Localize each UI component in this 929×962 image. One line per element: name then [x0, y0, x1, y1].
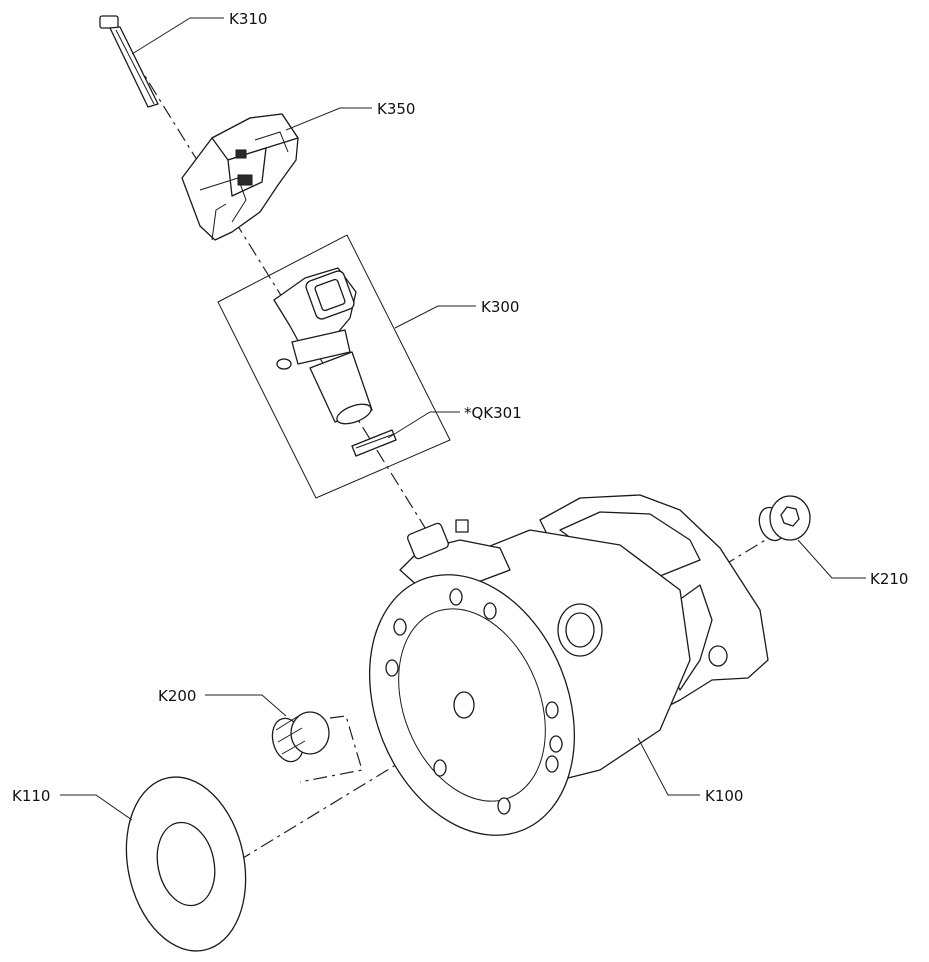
washer-k110[interactable]	[111, 766, 261, 962]
sensor-axis-line	[134, 59, 446, 561]
leader-lines	[60, 17, 866, 821]
leader-k310	[131, 17, 224, 55]
label-k110: K110	[12, 787, 50, 805]
sensor-group-frame-k300	[217, 234, 451, 499]
label-k100: K100	[705, 787, 743, 805]
label-k200: K200	[158, 687, 196, 705]
o-ring-qk301[interactable]	[351, 429, 397, 457]
label-k210: K210	[870, 570, 908, 588]
leader-k200	[205, 694, 287, 717]
flange-bolt-holes	[385, 588, 563, 815]
plug-axis-line	[299, 715, 363, 783]
label-k300: K300	[481, 298, 519, 316]
speed-sensor-k300[interactable]	[273, 267, 374, 428]
leader-k300	[394, 305, 476, 329]
label-k310: K310	[229, 10, 267, 28]
leader-k100	[637, 737, 700, 796]
connector-housing-k350[interactable]	[181, 113, 299, 241]
callout-labels: K310 K350 K300 *QK301 K210 K200 K100 K11…	[12, 10, 908, 805]
leader-qk301	[387, 411, 460, 439]
leader-k350	[285, 107, 372, 131]
gear-housing-k100[interactable]	[332, 494, 769, 866]
leader-k110	[60, 794, 133, 821]
bolt-k310[interactable]	[99, 15, 159, 108]
plug-k200[interactable]	[268, 711, 330, 765]
label-qk301: *QK301	[464, 404, 522, 422]
plug-k210[interactable]	[755, 495, 811, 544]
leader-k210	[797, 539, 866, 579]
label-k350: K350	[377, 100, 415, 118]
